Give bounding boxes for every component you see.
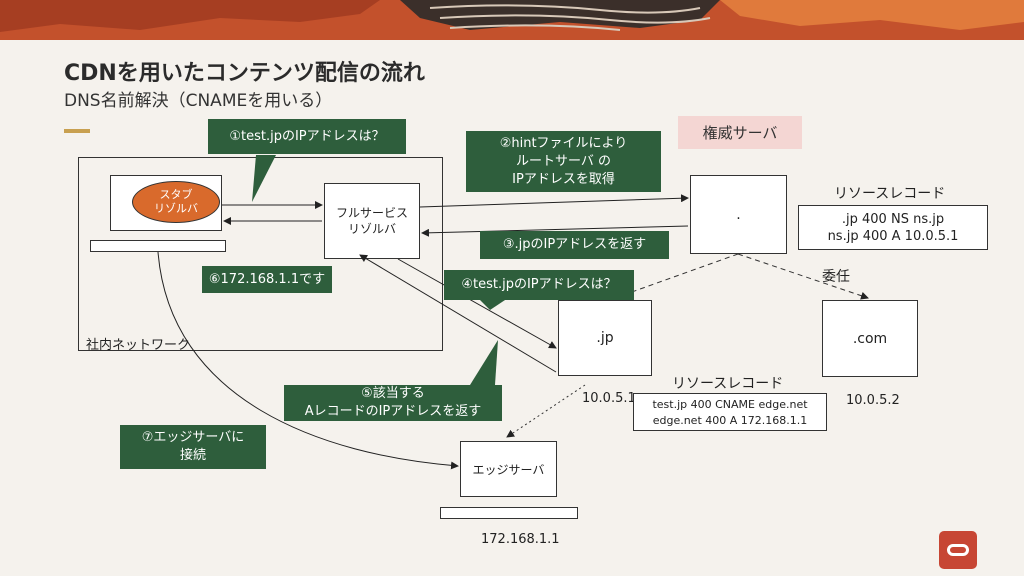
step5-callout: ⑤該当する AレコードのIPアドレスを返す [284, 385, 502, 421]
delegation-line-com [737, 253, 869, 300]
oracle-logo-icon [939, 531, 977, 569]
arrow-jp-to-resolver [359, 254, 557, 373]
title-accent-bar [64, 129, 90, 133]
banner-art [0, 0, 1024, 40]
client-pc-keyboard [90, 240, 226, 252]
jp-records-box: test.jp 400 CNAME edge.net edge.net 400 … [633, 393, 827, 431]
root-records-title: リソースレコード [834, 186, 946, 202]
jp-server: .jp [558, 300, 652, 376]
arrow-client-to-edge [157, 251, 459, 470]
jp-record-line: edge.net 400 A 172.168.1.1 [652, 414, 808, 427]
arrow-root-to-resolver [421, 225, 689, 237]
page-title: CDNを用いたコンテンツ配信の流れ [64, 61, 425, 86]
root-record-line: .jp 400 NS ns.jp [841, 212, 945, 227]
step3-callout: ③.jpのIPアドレスを返す [480, 231, 669, 259]
jp-record-line: test.jp 400 CNAME edge.net [652, 398, 808, 411]
com-server: .com [822, 300, 918, 377]
callout-tail-step5 [470, 340, 498, 385]
root-records-box: .jp 400 NS ns.jp ns.jp 400 A 10.0.5.1 [798, 205, 988, 250]
step7-callout: ⑦エッジサーバに 接続 [120, 425, 266, 469]
jp-records-title: リソースレコード [672, 376, 784, 392]
delegation-line-jp [614, 253, 739, 299]
step4-callout: ④test.jpのIPアドレスは？ [444, 270, 634, 300]
authoritative-server-label: 権威サーバ [678, 116, 802, 149]
internal-network-label: 社内ネットワーク [86, 338, 191, 353]
com-server-ip: 10.0.5.2 [846, 393, 900, 408]
stub-resolver: スタブ リゾルバ [132, 181, 220, 223]
step6-callout: ⑥172.168.1.1です [202, 266, 332, 293]
page-subtitle: DNS名前解決（CNAMEを用いる） [64, 91, 333, 111]
delegation-label: 委任 [822, 269, 850, 285]
root-server: . [690, 175, 787, 254]
step1-callout: ①test.jpのIPアドレスは？ [208, 119, 406, 154]
step2-callout: ②hintファイルにより ルートサーバ の IPアドレスを取得 [466, 131, 661, 192]
root-record-line: ns.jp 400 A 10.0.5.1 [827, 229, 959, 244]
header-banner [0, 0, 1024, 40]
jp-server-ip: 10.0.5.1 [582, 391, 636, 406]
edge-server-ip: 172.168.1.1 [481, 532, 560, 547]
edge-server-keyboard [440, 507, 578, 519]
callout-tail-step1 [252, 155, 276, 202]
arrow-resolver-to-jp [397, 258, 557, 349]
cname-link-to-edge [506, 384, 586, 438]
full-service-resolver: フルサービス リゾルバ [324, 183, 420, 259]
edge-server: エッジサーバ [460, 441, 557, 497]
oracle-logo-ring [947, 544, 969, 556]
arrow-resolver-to-root [419, 194, 689, 208]
